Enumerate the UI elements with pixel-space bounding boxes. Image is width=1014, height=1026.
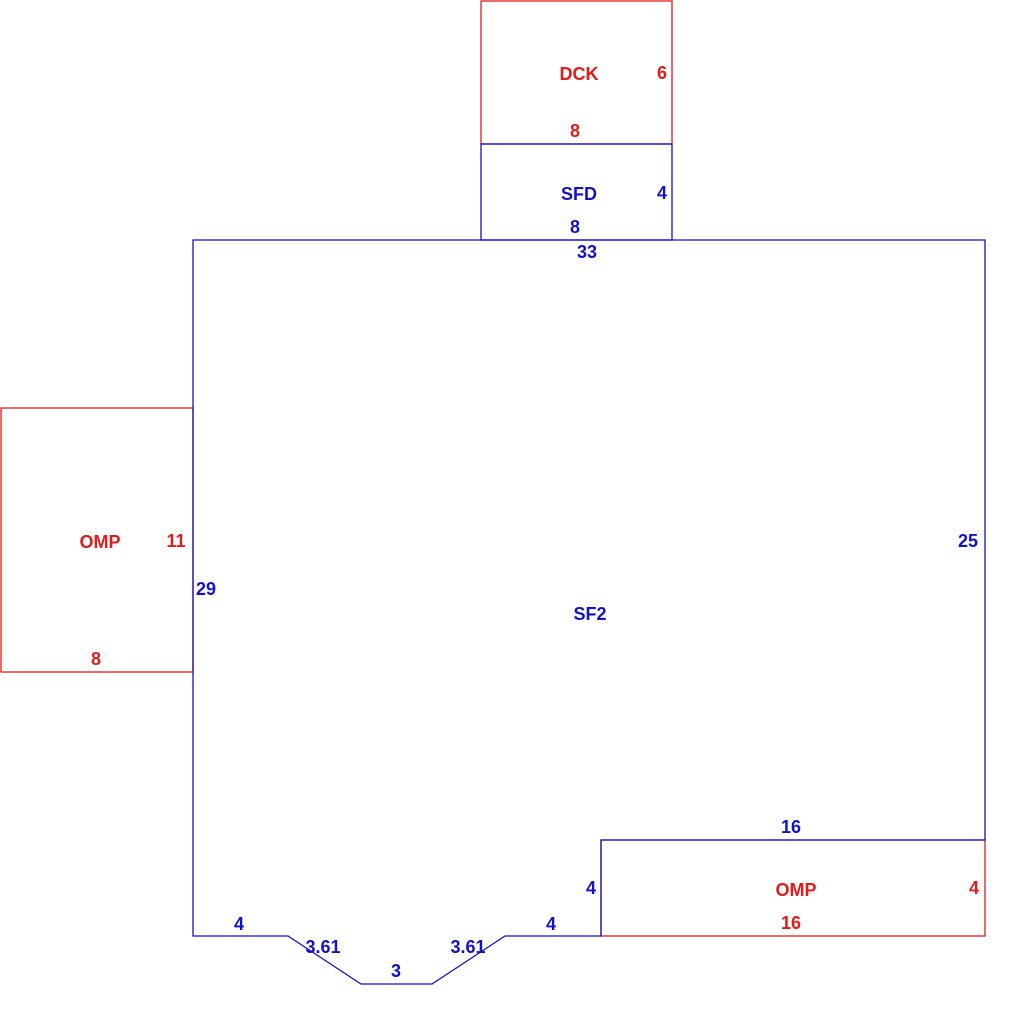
sfd-dim-bottom: 8 [570, 217, 580, 237]
sf2-dim-bay-bottom: 3 [391, 961, 401, 981]
sf2-dim-bottom-right: 4 [546, 914, 556, 934]
sfd-label: SFD [561, 184, 597, 204]
omp-left-dim-bottom: 8 [91, 649, 101, 669]
sf2-dim-bay-left: 3.61 [305, 937, 340, 957]
sf2-dim-inner-left: 4 [586, 878, 596, 898]
sf2-label: SF2 [573, 604, 606, 624]
dck-dim-right: 6 [657, 63, 667, 83]
dck-dim-bottom: 8 [570, 121, 580, 141]
sf2-dim-right: 25 [958, 531, 978, 551]
sfd-dim-right: 4 [657, 183, 667, 203]
sfd-area: SFD 4 8 [480, 143, 673, 241]
omp-bottom-label: OMP [775, 880, 816, 900]
omp-bottom-dim-bottom: 16 [781, 913, 801, 933]
omp-left-area: OMP 11 8 [0, 407, 194, 673]
sf2-outline [192, 239, 986, 985]
omp-bottom-dim-right: 4 [969, 878, 979, 898]
sf2-area: SF2 33 25 16 4 4 3.61 3 3.61 4 29 [192, 239, 986, 985]
dck-area: DCK 6 8 [480, 0, 673, 145]
omp-bottom-area: OMP 4 16 [600, 839, 986, 937]
sf2-dim-left: 29 [196, 579, 216, 599]
sf2-dim-bay-right: 3.61 [450, 937, 485, 957]
sf2-dim-inner-top: 16 [781, 817, 801, 837]
omp-left-label: OMP [79, 532, 120, 552]
sf2-dim-top: 33 [577, 242, 597, 262]
dck-label: DCK [560, 64, 599, 84]
sf2-dim-bottom-left: 4 [234, 914, 244, 934]
omp-left-dim-right: 11 [166, 531, 185, 551]
